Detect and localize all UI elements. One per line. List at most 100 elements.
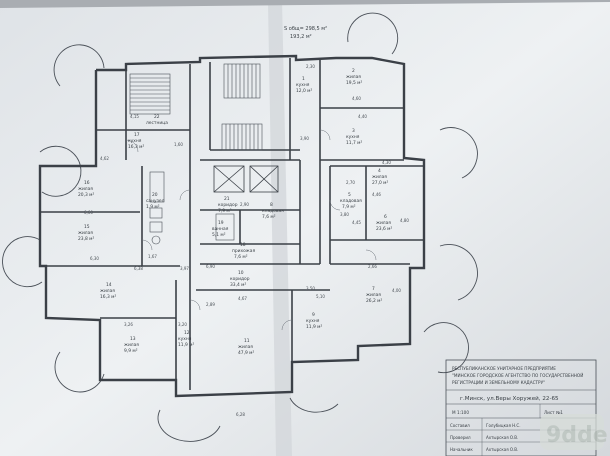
- svg-text:кладовая: кладовая: [340, 199, 362, 204]
- svg-text:2,90: 2,90: [240, 202, 249, 207]
- bay-lobe-top-right: [347, 12, 399, 55]
- svg-text:ванная: ванная: [212, 227, 229, 232]
- svg-text:47,9 м²: 47,9 м²: [238, 350, 254, 356]
- row-label-2: Проверил: [450, 435, 471, 440]
- svg-text:16: 16: [84, 180, 90, 186]
- svg-text:жилая: жилая: [100, 289, 115, 294]
- svg-text:33,4 м²: 33,4 м²: [230, 282, 246, 288]
- row-label-3: Начальник: [450, 447, 473, 452]
- svg-text:20: 20: [152, 192, 158, 198]
- org-line-3: РЕГИСТРАЦИИ И ЗЕМЕЛЬНОМУ КАДАСТРУ": [452, 380, 545, 385]
- svg-text:жилая: жилая: [78, 187, 93, 192]
- svg-text:коридор: коридор: [218, 203, 238, 208]
- svg-text:26,2 м²: 26,2 м²: [366, 298, 382, 304]
- svg-text:3,90: 3,90: [300, 136, 309, 141]
- name-1: Голубицкая Н.С.: [486, 423, 521, 428]
- svg-text:14: 14: [106, 282, 112, 288]
- svg-text:кухня: кухня: [296, 83, 310, 88]
- svg-text:5,1 м²: 5,1 м²: [212, 232, 226, 238]
- svg-text:19,5 м²: 19,5 м²: [346, 80, 362, 86]
- address-line: г.Минск, ул.Веры Хоружей, 22-65: [460, 395, 559, 402]
- paper-top-edge: [0, 0, 610, 8]
- title-block: РЕСПУБЛИКАНСКОЕ УНИТАРНОЕ ПРЕДПРИЯТИЕ "М…: [445, 359, 597, 456]
- svg-text:4,80: 4,80: [400, 218, 409, 223]
- svg-text:2: 2: [352, 68, 355, 74]
- svg-text:15: 15: [84, 224, 90, 230]
- svg-text:1,9 м²: 1,9 м²: [146, 204, 160, 210]
- name-3: Ахтырская О.В.: [486, 447, 518, 452]
- svg-text:12,0 м²: 12,0 м²: [296, 88, 312, 94]
- total-area-label: S общ= 298,5 м²: [284, 26, 327, 32]
- svg-text:3,97: 3,97: [180, 266, 189, 271]
- svg-text:жилая: жилая: [366, 293, 381, 298]
- svg-text:7: 7: [372, 286, 375, 292]
- svg-text:4,15: 4,15: [130, 114, 139, 119]
- bathroom-fixtures: [149, 171, 235, 245]
- svg-text:6,90: 6,90: [206, 264, 215, 269]
- watermark-text: 9dde: [546, 423, 608, 448]
- outer-walls: [38, 54, 426, 398]
- svg-text:кухня: кухня: [128, 139, 142, 144]
- svg-text:3,20: 3,20: [178, 322, 187, 327]
- svg-text:жилая: жилая: [124, 343, 139, 348]
- bay-lobe-bottom-left: [54, 351, 105, 393]
- svg-text:5: 5: [348, 192, 351, 198]
- svg-text:жилая: жилая: [238, 345, 253, 350]
- svg-text:коридор: коридор: [230, 277, 250, 282]
- svg-text:7,6 м²: 7,6 м²: [262, 214, 276, 220]
- svg-text:прихожая: прихожая: [232, 249, 255, 254]
- svg-text:4,45: 4,45: [352, 220, 361, 225]
- svg-text:17: 17: [134, 132, 140, 138]
- svg-text:18: 18: [240, 242, 246, 248]
- svg-text:6,60: 6,60: [84, 210, 93, 215]
- svg-text:2,30: 2,30: [306, 64, 315, 69]
- svg-text:кладовая: кладовая: [262, 209, 284, 214]
- svg-text:3,26: 3,26: [124, 322, 133, 327]
- svg-text:жилая: жилая: [376, 221, 391, 226]
- svg-text:6,30: 6,30: [90, 256, 99, 261]
- inner-walls: [40, 58, 424, 396]
- row-label-1: Составил: [450, 423, 470, 428]
- svg-text:3: 3: [352, 128, 355, 134]
- svg-text:7,6 м²: 7,6 м²: [234, 254, 248, 260]
- svg-text:4,67: 4,67: [238, 296, 247, 301]
- svg-text:20,3 м²: 20,3 м²: [78, 192, 94, 198]
- paper-fold-shadow: [268, 0, 292, 456]
- bay-lobes: [2, 12, 478, 442]
- svg-text:7,9 м²: 7,9 м²: [218, 208, 232, 214]
- svg-text:кухня: кухня: [306, 319, 320, 324]
- svg-text:4,62: 4,62: [100, 156, 109, 161]
- sheet-number: Лист №1: [544, 410, 563, 415]
- svg-text:санузел: санузел: [146, 199, 165, 204]
- svg-text:3,80: 3,80: [340, 212, 349, 217]
- svg-text:9: 9: [312, 312, 315, 318]
- svg-text:1: 1: [302, 76, 305, 82]
- svg-text:8: 8: [270, 202, 273, 208]
- svg-text:1,67: 1,67: [148, 254, 157, 259]
- svg-text:жилая: жилая: [78, 231, 93, 236]
- bay-lobe-bottom-right: [423, 322, 469, 374]
- bay-lobe-bottom-mid: [289, 397, 339, 413]
- dimension-labels: 2,30 4,40 4,15 3,90 4,46 2,70 6,60 4,30 …: [84, 64, 409, 417]
- scale-label: М 1:100: [452, 410, 469, 415]
- stair-right: [223, 63, 261, 99]
- svg-text:4,00: 4,00: [392, 288, 401, 293]
- stair-lower: [221, 123, 263, 151]
